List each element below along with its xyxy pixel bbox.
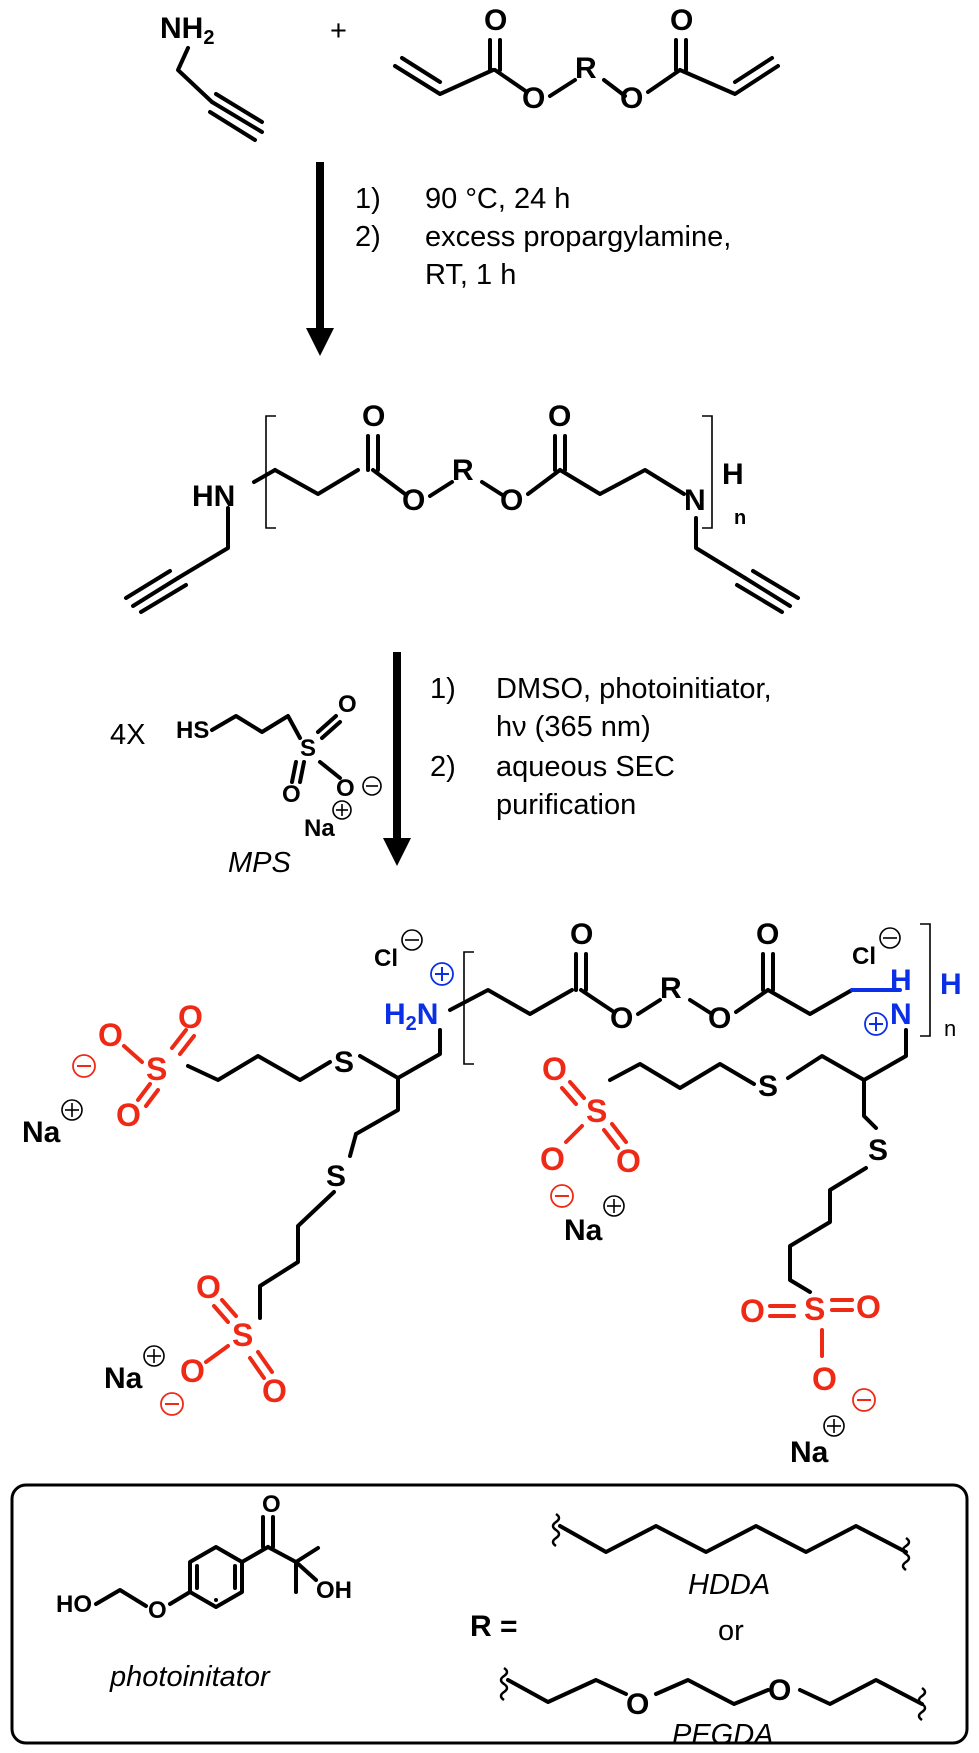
- svg-text:1): 1): [430, 673, 456, 705]
- product-left-h2n: H2N: [384, 998, 438, 1035]
- diacrylate: O O R O O: [393, 4, 780, 115]
- hdda-label: HDDA: [688, 1569, 770, 1601]
- or-label: or: [718, 1615, 744, 1647]
- product-o-ester-left: O: [610, 1002, 633, 1035]
- r-group-definitions: R = HDDA or O O PEGDA: [470, 1512, 927, 1751]
- pegda-label: PEGDA: [672, 1719, 774, 1751]
- product-s6: S: [586, 1093, 607, 1129]
- product-o10: O: [740, 1293, 765, 1329]
- mps-o3: O: [282, 781, 301, 808]
- product-na2: Na: [104, 1362, 143, 1395]
- polymer-r: R: [452, 454, 474, 487]
- product-s7: S: [868, 1134, 888, 1167]
- product-o5: O: [262, 1373, 287, 1409]
- photoinitiator-oh: OH: [316, 1577, 352, 1604]
- mps-o1: O: [338, 691, 357, 718]
- product-na1: Na: [22, 1116, 61, 1149]
- svg-text:1): 1): [355, 183, 381, 215]
- svg-text:2): 2): [355, 221, 381, 253]
- product-n-sub: n: [944, 1016, 956, 1041]
- svg-text:90 °C, 24 h: 90 °C, 24 h: [425, 183, 570, 215]
- mps-o2: O: [336, 775, 355, 802]
- product-o-ester-right: O: [708, 1002, 731, 1035]
- product-s3: S: [326, 1160, 346, 1193]
- mps-hs: HS: [176, 717, 209, 744]
- polymer-o-ester-right: O: [500, 484, 523, 517]
- product-o3: O: [116, 1097, 141, 1133]
- product-o7: O: [542, 1051, 567, 1087]
- product-cl-right: Cl: [852, 943, 876, 970]
- step2-conditions: 1) DMSO, photoinitiator, hν (365 nm) 2) …: [430, 673, 772, 821]
- propargylamine-nh2: NH2: [160, 12, 214, 49]
- diacrylate-ester-o-left: O: [522, 82, 545, 115]
- photoinitiator-structure: HO O O OH photoinitator: [56, 1491, 352, 1693]
- svg-text:aqueous SEC: aqueous SEC: [496, 751, 675, 783]
- poly-beta-amino-ester: HN O O R O O N H n: [124, 400, 800, 614]
- diacrylate-o-left: O: [484, 4, 507, 37]
- polymer-o-carbonyl-left: O: [362, 400, 385, 433]
- product-na3: Na: [564, 1214, 603, 1247]
- polymer-n-sub: n: [734, 507, 746, 529]
- diacrylate-r: R: [575, 52, 597, 85]
- photoinitiator-label: photoinitator: [109, 1661, 271, 1693]
- legend-box: [10, 1483, 969, 1745]
- svg-text:RT, 1 h: RT, 1 h: [425, 259, 516, 291]
- product-o-carbonyl-left: O: [570, 918, 593, 951]
- polymer-o-carbonyl-right: O: [548, 400, 571, 433]
- product-cl-left: Cl: [374, 945, 398, 972]
- step1-arrow: [306, 162, 334, 356]
- plus-sign: +: [330, 15, 347, 47]
- product-s2: S: [146, 1051, 167, 1087]
- pegda-wavy-left: [499, 1666, 509, 1702]
- product-s1: S: [334, 1046, 354, 1079]
- product-o12: O: [812, 1361, 837, 1397]
- mps-s: S: [300, 735, 316, 762]
- product-o4: O: [196, 1269, 221, 1305]
- reagent-count: 4X: [110, 719, 145, 751]
- product-o8: O: [616, 1143, 641, 1179]
- photoinitiator-o-ether: O: [148, 1597, 167, 1624]
- hdda-wavy-left: [551, 1512, 561, 1548]
- pegda-o-right: O: [768, 1674, 791, 1707]
- product-na4: Na: [790, 1436, 829, 1469]
- photoinitiator-o-ketone: O: [262, 1491, 281, 1518]
- mps-label: MPS: [228, 847, 292, 879]
- product-o2: O: [98, 1017, 123, 1053]
- product-o1: O: [178, 999, 203, 1035]
- product-right-n: N: [890, 998, 912, 1031]
- polymer-o-ester-left: O: [402, 484, 425, 517]
- product-o-carbonyl-right: O: [756, 918, 779, 951]
- product-o6: O: [180, 1353, 205, 1389]
- product-right-h-top: H: [890, 964, 912, 997]
- mps-na: Na: [304, 815, 335, 842]
- r-equals-label: R =: [470, 1610, 518, 1643]
- svg-text:2): 2): [430, 751, 456, 783]
- polymer-h-end: H: [722, 458, 744, 491]
- propargylamine: NH2: [160, 12, 264, 142]
- svg-text:DMSO, photoinitiator,: DMSO, photoinitiator,: [496, 673, 772, 705]
- mps-reagent: 4X HS S O O O Na MPS: [110, 691, 382, 879]
- product-s5: S: [758, 1070, 778, 1103]
- pegda-wavy-right: [917, 1686, 927, 1722]
- diacrylate-o-right: O: [670, 4, 693, 37]
- polymer-n: N: [684, 484, 706, 517]
- product-s4: S: [232, 1317, 253, 1353]
- diacrylate-ester-o-right: O: [620, 82, 643, 115]
- svg-text:purification: purification: [496, 789, 636, 821]
- product-o9: O: [540, 1141, 565, 1177]
- svg-text:excess propargylamine,: excess propargylamine,: [425, 221, 731, 253]
- product-o11: O: [856, 1289, 881, 1325]
- photoinitiator-ho: HO: [56, 1591, 92, 1618]
- product-right-h-end: H: [940, 968, 962, 1001]
- svg-text:hν (365 nm): hν (365 nm): [496, 711, 651, 743]
- product-s8: S: [804, 1291, 825, 1327]
- step2-arrow: [383, 652, 411, 866]
- pegda-o-left: O: [626, 1688, 649, 1721]
- product-r: R: [660, 972, 682, 1005]
- step1-conditions: 1) 90 °C, 24 h 2) excess propargylamine,…: [355, 183, 731, 291]
- sulfonated-polymer: Cl H2N O O R O O Cl H N H n: [22, 918, 962, 1469]
- hdda-wavy-right: [901, 1536, 911, 1572]
